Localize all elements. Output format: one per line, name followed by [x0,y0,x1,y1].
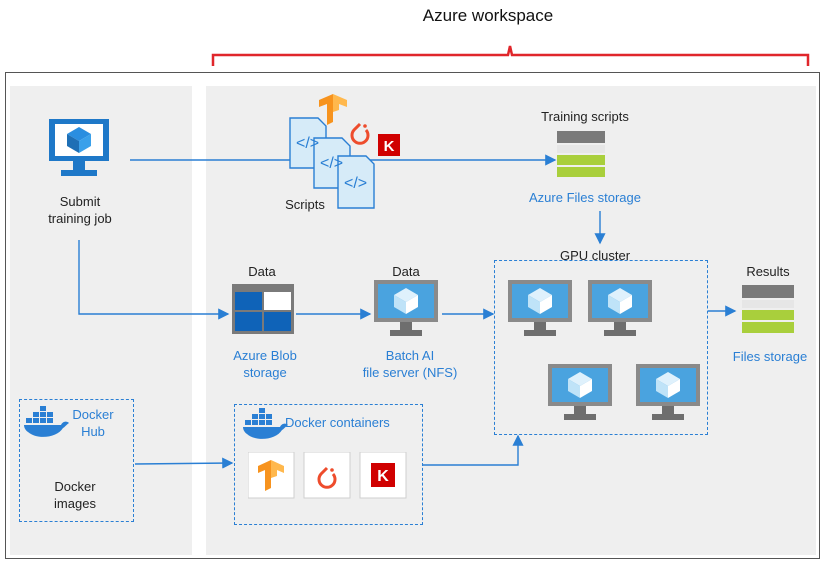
docker-whale-icon [24,406,69,437]
gpu-nodes [508,280,700,420]
client-panel [10,86,192,555]
container-tile [248,452,295,499]
azure-blob-storage-icon [232,284,294,334]
results-title: Results [746,264,790,279]
batch-ai-server-icon [374,280,438,336]
client-monitor-icon [49,119,109,176]
svg-text:K: K [384,138,395,155]
script-file-icon [337,155,375,209]
tensorflow-icon [319,94,347,125]
docker-containers-box [234,404,423,525]
svg-text:K: K [377,468,389,485]
svg-text:</>: </> [320,155,343,172]
gpu-node-icon [588,280,652,336]
gpu-cluster-box [494,260,708,435]
docker-images-label: Docker images [54,479,96,511]
keras-icon: K [371,463,395,487]
tensorflow-icon [258,460,284,491]
pytorch-icon [317,466,337,489]
container-framework-icons: K [248,452,407,499]
azure-files-storage-icon [557,131,605,177]
gpu-node-icon [508,280,572,336]
gpu-cluster-title: GPU cluster [559,248,631,263]
results-files-storage-label: Files storage [732,349,808,364]
data-nfs-title: Data [392,264,420,279]
docker-whale-icon [243,408,288,439]
pytorch-icon [350,122,370,145]
container-tile [303,452,351,499]
keras-icon: K [378,134,400,156]
docker-hub-box [19,399,134,522]
azure-blob-storage-label: Azure Blob storage [233,348,297,380]
workspace-title: Azure workspace [422,6,554,25]
batch-ai-nfs-label: Batch AI file server (NFS) [362,348,458,380]
submit-training-job-label: Submit training job [48,194,112,226]
svg-text:</>: </> [344,175,367,192]
docker-containers-label: Docker containers [285,415,390,430]
scripts-label: Scripts [285,197,325,212]
docker-hub-label: Docker Hub [72,407,114,439]
gpu-node-icon [636,364,700,420]
training-scripts-title: Training scripts [541,109,629,124]
svg-text:</>: </> [296,135,319,152]
results-files-storage-icon [742,285,794,333]
scripts-icon-group: K </> </> </> [289,94,400,209]
workspace-bracket [211,45,810,66]
gpu-node-icon [548,364,612,420]
azure-files-storage-label: Azure Files storage [529,190,641,205]
data-blob-title: Data [248,264,276,279]
